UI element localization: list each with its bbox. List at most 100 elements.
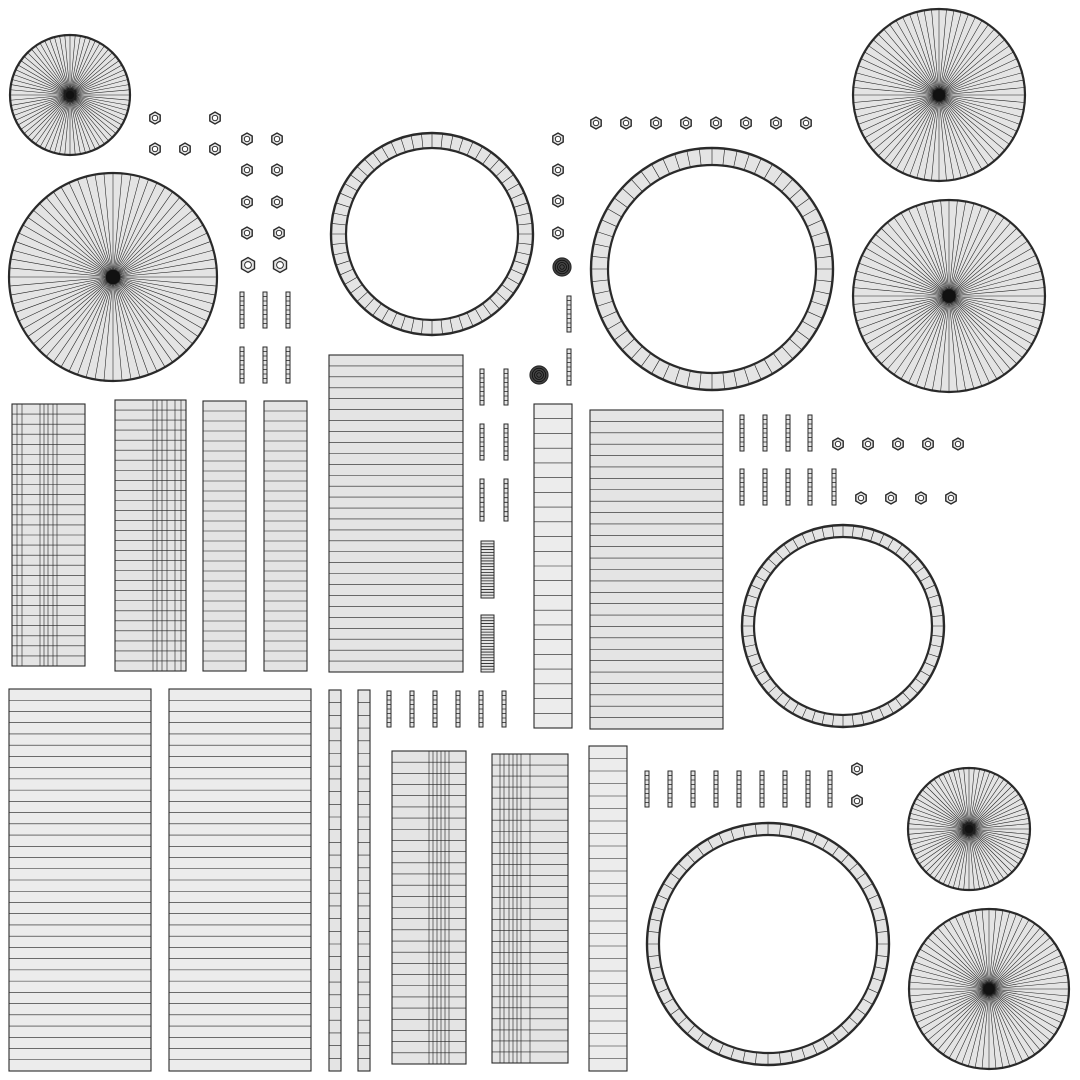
striped-panel-island (391, 750, 467, 1065)
hexagon-nut-island (710, 116, 722, 130)
ladder-strip-island (480, 614, 495, 673)
strip-islands (239, 291, 837, 808)
hexagon-nut-island (241, 163, 253, 177)
rivet-island (552, 257, 572, 277)
ladder-strip-island (386, 690, 392, 728)
striped-panel-island (357, 689, 371, 1072)
striped-panel-island (263, 400, 308, 672)
hexagon-nut-island (149, 142, 161, 156)
ladder-strip-island (239, 346, 245, 384)
segmented-ring-island (589, 146, 835, 392)
ladder-strip-island (739, 414, 745, 452)
hexagon-nut-island (149, 111, 161, 125)
ladder-strip-island (690, 770, 696, 808)
hexagon-nut-island (620, 116, 632, 130)
disc-islands (7, 7, 1071, 1071)
ladder-strip-island (239, 291, 245, 329)
ladder-strip-island (566, 295, 572, 333)
hexagon-nut-island (922, 437, 934, 451)
ladder-strip-island (713, 770, 719, 808)
hexagon-nut-island (241, 132, 253, 146)
spoked-disc-island (851, 7, 1027, 183)
ladder-strip-island (503, 478, 509, 522)
ladder-strip-island (644, 770, 650, 808)
hexagon-nut-island (241, 226, 253, 240)
hexagon-nut-island (241, 195, 253, 209)
striped-panel-island (328, 689, 342, 1072)
hexagon-nut-island (271, 132, 283, 146)
hexagon-nut-island (209, 142, 221, 156)
ladder-strip-island (805, 770, 811, 808)
hexagon-nut-island (552, 132, 564, 146)
hexagon-nut-island (915, 491, 927, 505)
hexagon-nut-island (952, 437, 964, 451)
ladder-strip-island (503, 368, 509, 406)
segmented-ring-island (329, 131, 535, 337)
segmented-ring-island (740, 523, 946, 729)
ladder-strip-island (785, 414, 791, 452)
hexagon-nut-island (800, 116, 812, 130)
hexagon-nut-island (272, 256, 288, 274)
hexagon-nut-island (740, 116, 752, 130)
hexagon-nut-island (680, 116, 692, 130)
panel-islands (8, 354, 724, 1072)
hexagon-nut-islands (149, 111, 964, 808)
hexagon-nut-island (885, 491, 897, 505)
hexagon-nut-island (209, 111, 221, 125)
hexagon-nut-island (240, 256, 256, 274)
striped-panel-island (114, 399, 187, 672)
striped-panel-island (11, 403, 86, 667)
segmented-ring-island (645, 821, 891, 1067)
hexagon-nut-island (862, 437, 874, 451)
hexagon-nut-island (832, 437, 844, 451)
hexagon-nut-island (945, 491, 957, 505)
ladder-strip-island (566, 348, 572, 386)
ladder-strip-island (262, 291, 268, 329)
ladder-strip-island (807, 414, 813, 452)
ladder-strip-island (831, 468, 837, 506)
ladder-strip-island (285, 291, 291, 329)
hexagon-nut-island (271, 195, 283, 209)
hexagon-nut-island (892, 437, 904, 451)
ladder-strip-island (827, 770, 833, 808)
ladder-strip-island (736, 770, 742, 808)
striped-panel-island (328, 354, 464, 673)
ladder-strip-island (479, 423, 485, 461)
ladder-strip-island (782, 770, 788, 808)
hexagon-nut-island (552, 226, 564, 240)
ladder-strip-island (409, 690, 415, 728)
ring-islands (329, 131, 946, 1067)
ladder-strip-island (480, 540, 495, 599)
ladder-strip-island (759, 770, 765, 808)
spoked-disc-island (851, 198, 1047, 394)
ladder-strip-island (762, 414, 768, 452)
ladder-strip-island (455, 690, 461, 728)
hexagon-nut-island (851, 762, 863, 776)
ladder-strip-island (807, 468, 813, 506)
hexagon-nut-island (590, 116, 602, 130)
striped-panel-island (168, 688, 312, 1072)
striped-panel-island (202, 400, 247, 672)
striped-panel-island (588, 745, 628, 1072)
hexagon-nut-island (273, 226, 285, 240)
hexagon-nut-island (179, 142, 191, 156)
ladder-strip-island (432, 690, 438, 728)
ladder-strip-island (501, 690, 507, 728)
spoked-disc-island (7, 171, 219, 383)
hexagon-nut-island (552, 194, 564, 208)
ladder-strip-island (478, 690, 484, 728)
striped-panel-island (8, 688, 152, 1072)
ladder-strip-island (503, 423, 509, 461)
hexagon-nut-island (552, 163, 564, 177)
ladder-strip-island (285, 346, 291, 384)
striped-panel-island (491, 753, 569, 1064)
hexagon-nut-island (851, 794, 863, 808)
spoked-disc-island (8, 33, 132, 157)
hexagon-nut-island (650, 116, 662, 130)
striped-panel-island (533, 403, 573, 729)
ladder-strip-island (262, 346, 268, 384)
ladder-strip-island (479, 478, 485, 522)
rivet-island (529, 365, 549, 385)
ladder-strip-island (762, 468, 768, 506)
